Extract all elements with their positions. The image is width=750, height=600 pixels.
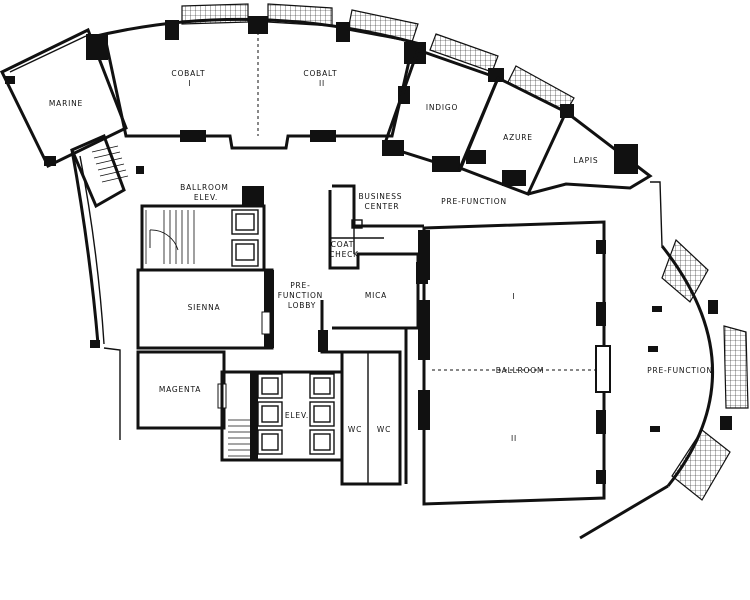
label-coat-check: COAT CHECK: [329, 240, 359, 259]
grand-ballroom: [404, 220, 611, 506]
label-azure: AZURE: [503, 133, 533, 142]
label-cobalt-2: COBALT II: [303, 69, 340, 88]
label-wc-2: WC: [377, 425, 391, 434]
label-ballroom-2: II: [511, 434, 517, 443]
label-indigo: INDIGO: [426, 103, 458, 112]
label-elev: ELEV.: [285, 411, 309, 420]
label-ballroom-elev: BALLROOM ELEV.: [180, 183, 232, 202]
label-marine: MARINE: [49, 99, 83, 108]
label-prefunction-right: PRE-FUNCTION: [647, 366, 713, 375]
label-cobalt-1: COBALT I: [171, 69, 208, 88]
label-prefunction-top: PRE-FUNCTION: [441, 197, 507, 206]
label-ballroom-1: I: [512, 292, 515, 301]
left-corridor: [70, 133, 144, 440]
label-business-center: BUSINESS CENTER: [358, 192, 405, 211]
label-mica: MICA: [365, 291, 387, 300]
upper-wing-walls: [0, 3, 653, 196]
label-lapis: LAPIS: [574, 156, 599, 165]
right-prefunction: [579, 181, 749, 540]
label-ballroom: BALLROOM: [496, 366, 545, 375]
label-prefunction-lobby: PRE- FUNCTION LOBBY: [278, 281, 327, 310]
label-sienna: SIENNA: [188, 303, 221, 312]
label-magenta: MAGENTA: [159, 385, 201, 394]
core-block: [136, 186, 344, 462]
label-wc-1: WC: [348, 425, 362, 434]
